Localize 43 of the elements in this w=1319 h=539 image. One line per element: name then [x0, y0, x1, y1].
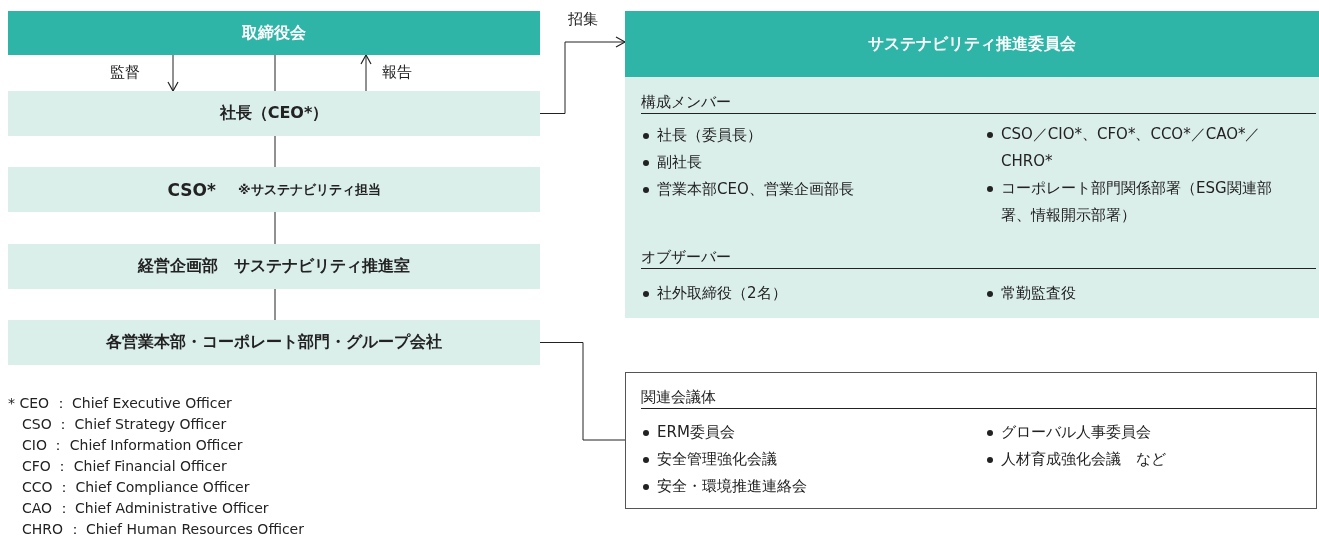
department-box: 経営企画部 サステナビリティ推進室 — [8, 244, 540, 289]
bullet-item: 安全管理強化会議 — [641, 450, 777, 468]
bullet-item: 常勤監査役 — [985, 284, 1076, 302]
arrow — [360, 54, 372, 92]
bullet-item: 副社長 — [641, 153, 702, 171]
footnote: CIO ： Chief Information Officer — [22, 437, 243, 455]
bullet-item: コーポレート部門関係部署（ESG関連部署、情報開示部署） — [985, 175, 1285, 229]
arrow — [167, 54, 179, 92]
edge-label: 監督 — [108, 63, 142, 82]
bullet-item: ERM委員会 — [641, 423, 735, 441]
footnote: CCO ： Chief Compliance Officer — [22, 479, 250, 497]
bullet-item: 安全・環境推進連絡会 — [641, 477, 807, 495]
bullet-item: 社外取締役（2名） — [641, 284, 787, 302]
connector-line — [274, 135, 276, 168]
footnote: * CEO ： Chief Executive Officer — [8, 395, 232, 413]
meetings-box — [625, 372, 1317, 509]
footnote: CHRO ： Chief Human Resources Officer — [22, 521, 304, 539]
section-heading: オブザーバー — [641, 248, 731, 267]
role-title: CSO* — [167, 179, 216, 200]
bullet-item: 社長（委員長） — [641, 126, 762, 144]
bullet-item: 営業本部CEO、営業企画部長 — [641, 180, 854, 198]
role-box — [8, 167, 540, 212]
division-box: 各営業本部・コーポレート部門・グループ会社 — [8, 320, 540, 365]
role-box: 社長（CEO*） — [8, 91, 540, 136]
panel-header: サステナビリティ推進委員会 — [625, 11, 1319, 77]
connector-line — [274, 211, 276, 245]
connector-line — [274, 54, 276, 92]
edge-label: 報告 — [380, 63, 414, 82]
committee-panel — [625, 11, 1319, 318]
section-heading: 構成メンバー — [641, 93, 731, 112]
bullet-item: 人材育成強化会議 など — [985, 450, 1166, 468]
board-box: 取締役会 — [8, 11, 540, 55]
connector-line — [539, 342, 626, 441]
footnote: CAO ： Chief Administrative Officer — [22, 500, 269, 518]
bullet-item: CSO／CIO*、CFO*、CCO*／CAO*／CHRO* — [985, 121, 1310, 175]
footnote: CFO ： Chief Financial Officer — [22, 458, 227, 476]
connector-line — [274, 288, 276, 321]
bullet-item: グローバル人事委員会 — [985, 423, 1151, 441]
section-heading: 関連会議体 — [641, 388, 716, 407]
arrow — [539, 36, 626, 114]
edge-label: 招集 — [566, 10, 600, 29]
role-note: ※サステナビリティ担当 — [237, 180, 381, 199]
footnote: CSO ： Chief Strategy Officer — [22, 416, 227, 434]
